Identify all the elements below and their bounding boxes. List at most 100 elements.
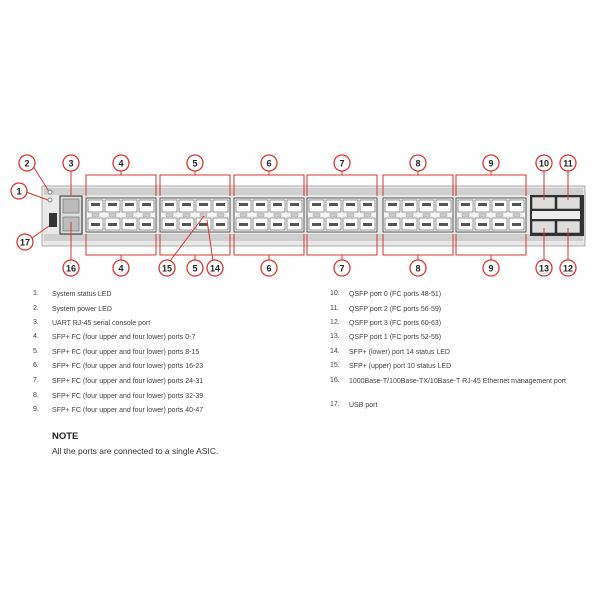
callout-leader (32, 165, 49, 191)
sfp-status-led (329, 213, 338, 217)
sfp-upper-port-cage (495, 203, 504, 206)
callout-circle (206, 259, 224, 277)
legend-text: SFP+ (upper) port 10 status LED (349, 363, 452, 370)
qsfp-led-strip (532, 211, 580, 219)
callout-label-7: 7 (339, 158, 344, 168)
power-led (47, 189, 53, 195)
callout-label-2: 2 (24, 158, 29, 168)
callout-bracket (85, 234, 157, 260)
sfp-status-led (495, 213, 504, 217)
callout-label-9: 9 (488, 158, 493, 168)
callout-circle (186, 154, 204, 172)
sfp-upper-port-cage (405, 203, 414, 206)
callout-circle (112, 259, 130, 277)
callout-bracket (233, 234, 305, 260)
sfp-status-led (422, 213, 431, 217)
callout-label-5: 5 (192, 158, 197, 168)
callout-circle (260, 259, 278, 277)
sfp-status-led (165, 213, 174, 217)
callout-label-10: 10 (539, 158, 549, 168)
callout-circle (482, 154, 500, 172)
legend-number: 15. (330, 362, 340, 369)
sfp-lower-port-cage (125, 223, 134, 226)
sfp-status-led (405, 213, 414, 217)
sfp-upper-port-cage (108, 203, 117, 206)
sfp-status-led (512, 213, 521, 217)
status-led (47, 197, 53, 203)
sfp-upper-port-cage (388, 203, 397, 206)
callout-label-7: 7 (339, 263, 344, 273)
callout-circle (260, 154, 278, 172)
legend-text: QSFP port 3 (FC ports 60-63) (349, 320, 442, 327)
callout-circle (158, 259, 176, 277)
sfp-upper-port-cage (165, 203, 174, 206)
callout-label-4: 4 (118, 158, 123, 168)
legend-text: SFP+ FC (four upper and four lower) port… (52, 393, 204, 400)
callout-label-4: 4 (118, 263, 123, 273)
sfp-lower-port-cage (405, 223, 414, 226)
callout-leader (169, 215, 205, 262)
sfp-upper-port-cage (216, 203, 225, 206)
legend-number: 4. (33, 333, 39, 340)
legend-number: 6. (33, 362, 39, 369)
callout-bracket (306, 234, 378, 260)
legend-text: 1000Base-T/100Base-TX/10Base-T RJ-45 Eth… (349, 378, 566, 385)
callout-circle (535, 259, 553, 277)
callout-leader (25, 191, 49, 201)
callout-label-12: 12 (563, 263, 573, 273)
sfp-status-led (461, 213, 470, 217)
sfp-upper-port-cage (91, 203, 100, 206)
callout-label-5: 5 (192, 263, 197, 273)
legend-text: SFP+ FC (four upper and four lower) port… (52, 349, 200, 356)
sfp-lower-port-cage (478, 223, 487, 226)
sfp-lower-port-cage (346, 223, 355, 226)
callout-label-14: 14 (210, 263, 220, 273)
chassis-top-vent (44, 188, 583, 195)
legend-number: 3. (33, 319, 39, 326)
sfp-upper-port-cage (239, 203, 248, 206)
console-port (62, 198, 80, 214)
legend-number: 9. (33, 406, 39, 413)
callout-label-15: 15 (162, 263, 172, 273)
sfp-upper-port-cage (346, 203, 355, 206)
callout-label-8: 8 (415, 158, 420, 168)
legend-number: 8. (33, 392, 39, 399)
sfp-status-led (363, 213, 372, 217)
sfp-status-led (142, 213, 151, 217)
callout-circle (482, 259, 500, 277)
callout-label-1: 1 (16, 186, 21, 196)
sfp-status-led (290, 213, 299, 217)
legend-number: 11. (330, 305, 340, 312)
sfp-lower-port-cage (422, 223, 431, 226)
sfp-lower-port-cage (182, 223, 191, 226)
sfp-upper-port-cage (363, 203, 372, 206)
callout-circle (409, 154, 427, 172)
legend-text: QSFP port 0 (FC ports 48-51) (349, 291, 442, 298)
sfp-lower-port-cage (388, 223, 397, 226)
sfp-status-led (108, 213, 117, 217)
callout-leader (31, 225, 50, 239)
callout-label-8: 8 (415, 263, 420, 273)
sfp-upper-port-cage (439, 203, 448, 206)
sfp-lower-port-cage (216, 223, 225, 226)
sfp-upper-port-cage (461, 203, 470, 206)
callout-circle (559, 154, 577, 172)
callout-bracket (455, 234, 527, 260)
callout-circle (409, 259, 427, 277)
callout-circle (559, 259, 577, 277)
legend-text: SFP+ FC (four upper and four lower) port… (52, 363, 204, 370)
sfp-status-led (478, 213, 487, 217)
legend-number: 2. (33, 305, 39, 312)
sfp-lower-port-cage (199, 223, 208, 226)
sfp-upper-port-cage (329, 203, 338, 206)
callout-circle (112, 154, 130, 172)
legend-text: System status LED (52, 291, 112, 298)
legend-number: 13. (330, 333, 340, 340)
sfp-status-led (256, 213, 265, 217)
sfp-upper-port-cage (478, 203, 487, 206)
legend-text: SFP+ FC (four upper and four lower) port… (52, 334, 196, 341)
callout-circle (186, 259, 204, 277)
sfp-status-led (91, 213, 100, 217)
sfp-upper-port-cage (290, 203, 299, 206)
